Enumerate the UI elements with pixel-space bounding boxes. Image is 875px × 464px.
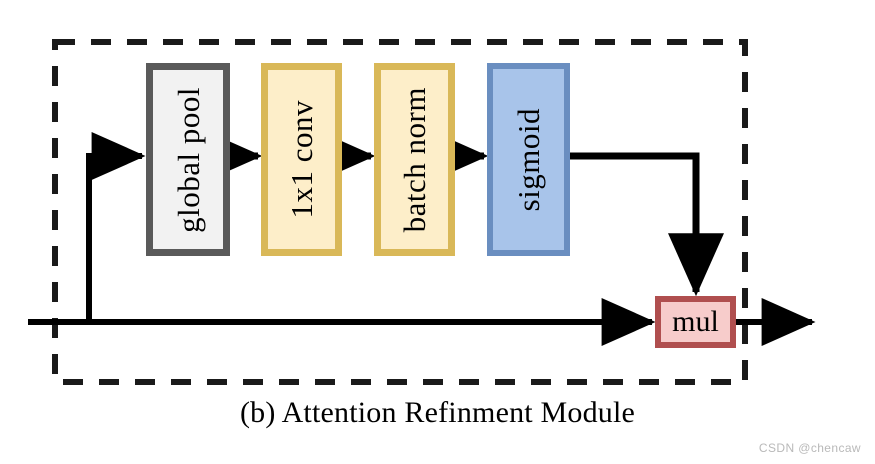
node-mul[interactable]: mul: [655, 296, 736, 348]
node-batch-norm[interactable]: batch norm: [374, 63, 455, 256]
edge-sigmoid-to-mul: [570, 152, 724, 297]
watermark: CSDN @chencaw: [758, 441, 861, 455]
node-sigmoid-label: sigmoid: [511, 107, 546, 212]
node-batch-norm-label: batch norm: [397, 86, 432, 233]
node-global-pool[interactable]: global pool: [146, 63, 230, 256]
figure-caption: (b) Attention Refinment Module: [239, 396, 636, 429]
node-mul-label: mul: [672, 305, 719, 338]
node-global-pool-label: global pool: [170, 86, 206, 233]
module-boundary-dashed-rect: [52, 39, 748, 385]
node-conv[interactable]: 1x1 conv: [261, 63, 342, 256]
node-sigmoid[interactable]: sigmoid: [487, 63, 570, 256]
node-conv-label: 1x1 conv: [284, 100, 319, 219]
edge-branch-to-global-pool: [86, 132, 146, 322]
